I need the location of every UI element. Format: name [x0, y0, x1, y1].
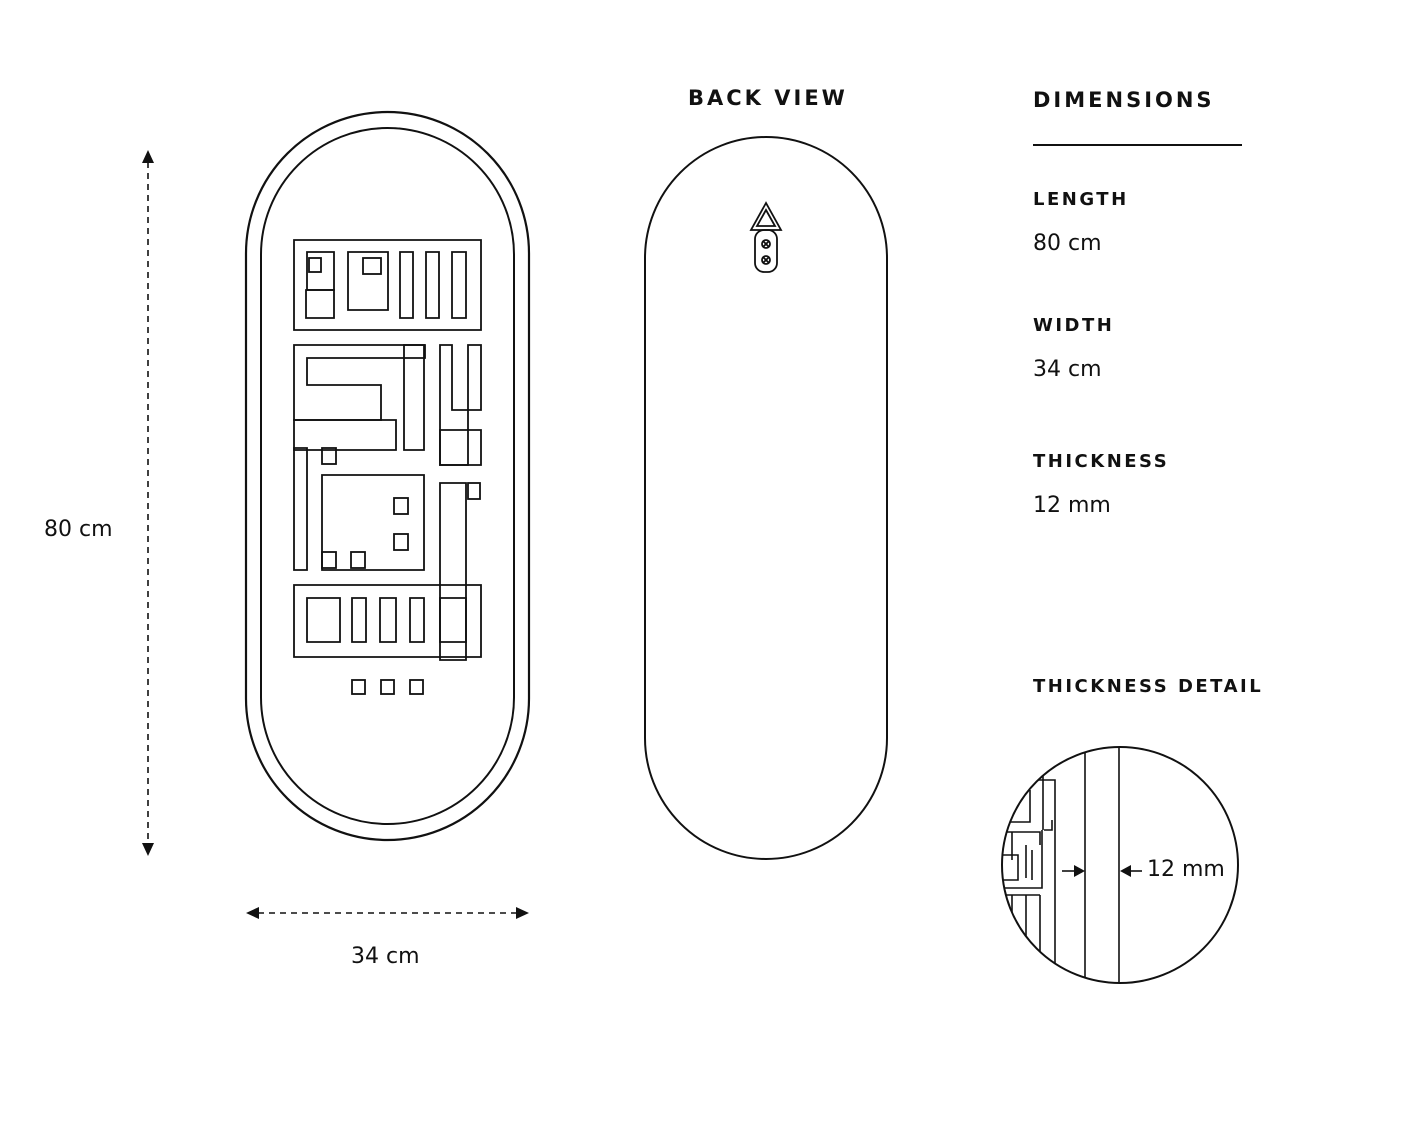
- thickness-detail-value: 12 mm: [1147, 857, 1225, 882]
- width-label: WIDTH: [1033, 315, 1115, 336]
- thickness-detail-title: THICKNESS DETAIL: [1033, 676, 1264, 697]
- back-view-title: BACK VIEW: [688, 86, 848, 110]
- thickness-value: 12 mm: [1033, 493, 1111, 518]
- dimensions-divider: [1033, 144, 1242, 146]
- dot-square: [351, 679, 366, 695]
- height-dimension-line: [142, 150, 154, 856]
- inner-frame: [260, 127, 515, 825]
- width-value: 34 cm: [1033, 357, 1102, 382]
- back-panel: [644, 136, 888, 860]
- back-view: [644, 136, 888, 860]
- outer-frame: [244, 110, 531, 842]
- front-view: [142, 110, 531, 919]
- arrow-right-icon: [516, 907, 529, 919]
- dimensions-title: DIMENSIONS: [1033, 88, 1215, 112]
- arrow-right-icon: [1074, 865, 1085, 877]
- height-label: 80 cm: [44, 517, 113, 542]
- arrow-up-icon: [142, 150, 154, 163]
- dot-square: [409, 679, 424, 695]
- arrow-down-icon: [142, 843, 154, 856]
- length-value: 80 cm: [1033, 231, 1102, 256]
- dot-square: [380, 679, 395, 695]
- width-dimension-line: [246, 907, 529, 919]
- thickness-label: THICKNESS: [1033, 451, 1170, 472]
- width-label: 34 cm: [351, 944, 420, 969]
- arrow-left-icon: [246, 907, 259, 919]
- kufic-calligraphy: [293, 239, 482, 695]
- hanger-icon: [749, 201, 783, 273]
- arrow-left-icon: [1120, 865, 1131, 877]
- length-label: LENGTH: [1033, 189, 1129, 210]
- zoom-circle: [1001, 746, 1239, 984]
